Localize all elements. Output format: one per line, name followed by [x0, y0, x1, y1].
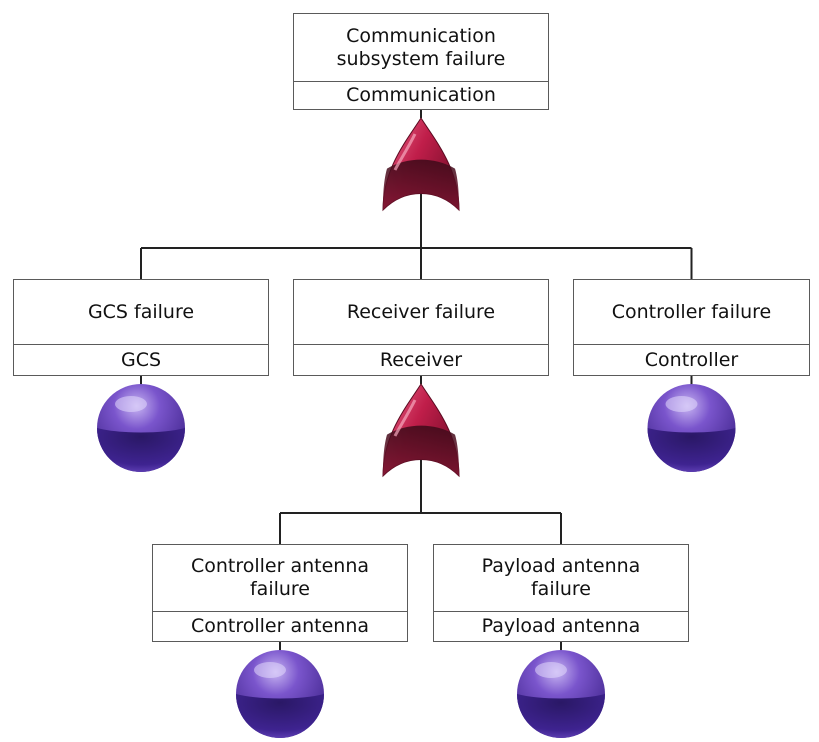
or-gate-icon	[382, 117, 460, 212]
event-description: Controller antenna failure	[153, 545, 407, 612]
event-identifier: Receiver	[379, 348, 463, 371]
event-description: Controller failure	[574, 280, 809, 345]
event-description: GCS failure	[14, 280, 268, 345]
event-description: Communication subsystem failure	[294, 14, 548, 82]
event-identifier: Communication	[346, 84, 496, 106]
basic-event-icon	[236, 650, 324, 738]
basic-event-icon	[97, 384, 185, 472]
event-description: Receiver failure	[294, 280, 548, 345]
or-gate-icon	[382, 383, 460, 478]
event-identifier: GCS	[120, 348, 162, 371]
event-identifier: Payload antenna	[481, 615, 641, 637]
event-identifier: Controller antenna	[190, 615, 370, 637]
basic-event-icon	[647, 384, 736, 472]
basic-event-icon	[517, 650, 605, 738]
event-identifier: Controller	[644, 348, 739, 371]
event-description: Payload antenna failure	[434, 545, 688, 612]
